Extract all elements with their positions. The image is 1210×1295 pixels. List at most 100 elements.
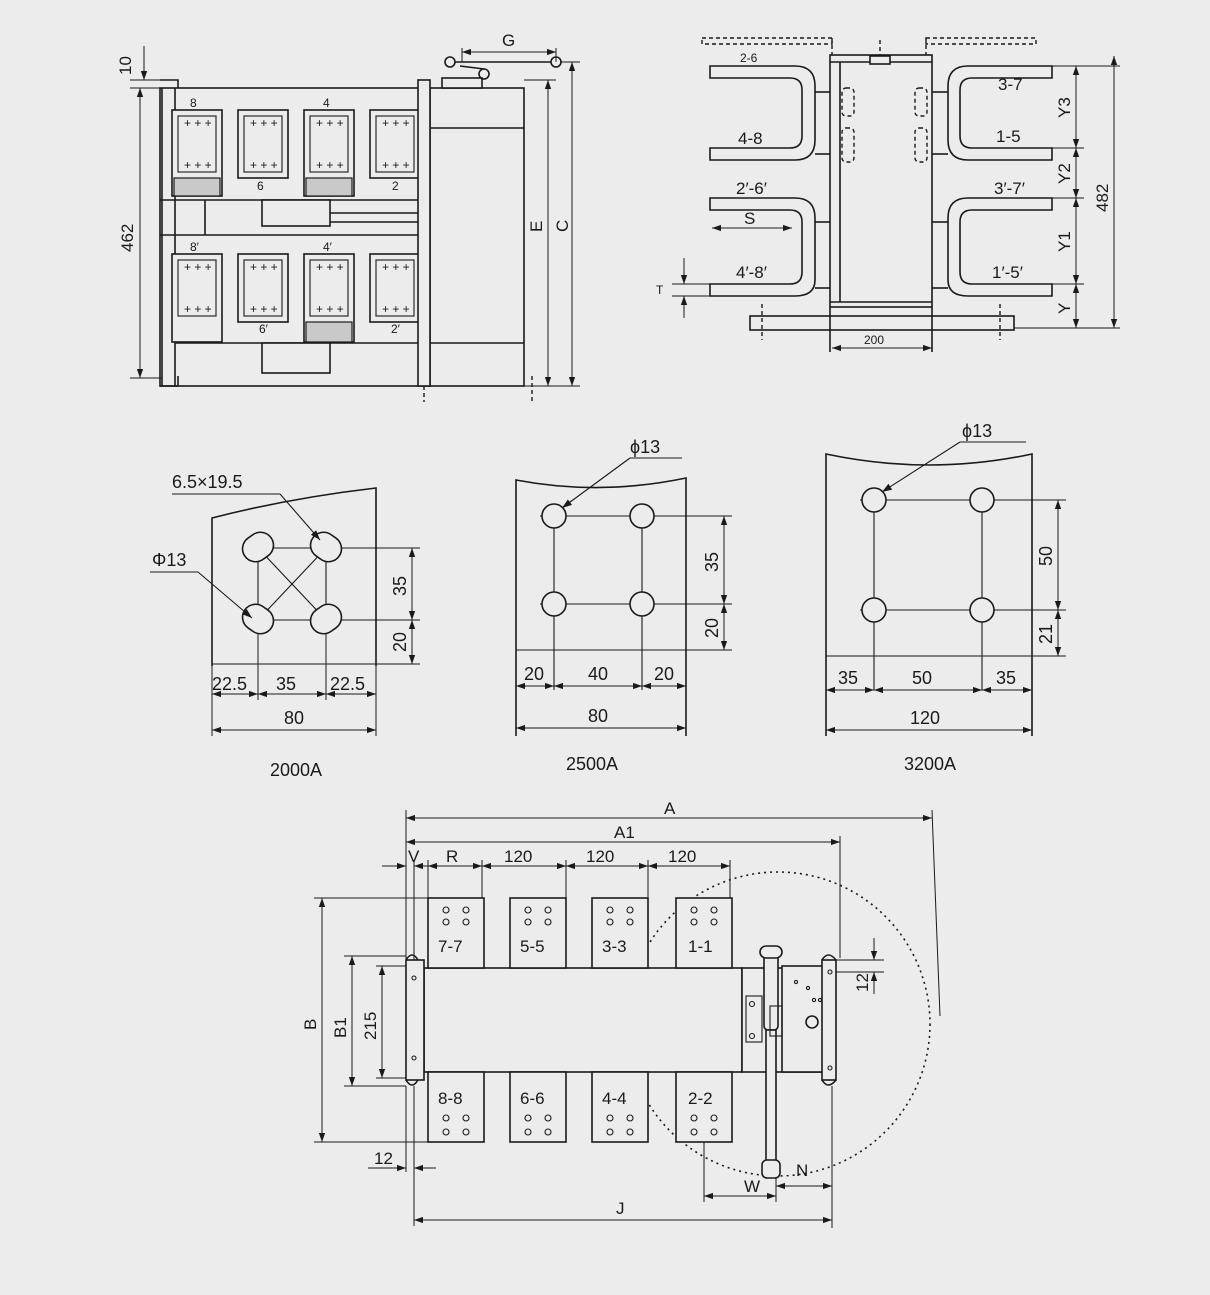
dim-200-label: 200	[864, 333, 884, 347]
handle-swing-circle	[625, 871, 931, 1177]
svg-text:+ + +: + + +	[250, 116, 278, 130]
total-width-2000a: 80	[284, 708, 304, 728]
bus-label-3-7: 3-7	[998, 75, 1023, 94]
pattern-2000a: 6.5×19.5 Φ13 35 20 22.5 35 22.5 80 2000A	[150, 472, 420, 780]
bolt-hole	[626, 1128, 634, 1136]
dim-a1-label: A1	[614, 823, 635, 842]
bolt-hole	[710, 918, 718, 926]
h-dim-c-2000a: 22.5	[330, 674, 365, 694]
svg-text:+ + +: + + +	[250, 260, 278, 274]
dim-c-label: C	[553, 220, 572, 232]
terminal-label-7-7: 7-7	[438, 937, 463, 956]
h-dim-b-3200a: 50	[912, 668, 932, 688]
total-width-3200a: 120	[910, 708, 940, 728]
dim-12-right-label: 12	[853, 973, 872, 992]
v-dim-21-3200a: 21	[1036, 624, 1056, 644]
busbar-left-upper	[709, 65, 816, 161]
dim-g-label: G	[502, 31, 515, 50]
dim-t-label: T	[656, 283, 664, 297]
terminal-1-1	[675, 897, 733, 969]
slot-size-label: 6.5×19.5	[172, 472, 243, 492]
operating-handle[interactable]	[763, 953, 779, 1031]
svg-text:+ + +: + + +	[316, 158, 344, 172]
pitch-3-label: 120	[668, 847, 696, 866]
bolt-hole	[690, 1114, 698, 1122]
dim-12-bottom-label: 12	[374, 1149, 393, 1168]
dim-r-label: R	[446, 847, 458, 866]
terminal-label-2p: 2′	[391, 322, 401, 336]
bolt-hole	[690, 918, 698, 926]
dim-10-label: 10	[116, 56, 135, 75]
terminal-label-8-8: 8-8	[438, 1089, 463, 1108]
side-body	[829, 54, 933, 308]
bolt-hole	[524, 918, 532, 926]
base-plate	[749, 315, 1015, 331]
svg-text:+ + +: + + +	[382, 158, 410, 172]
dim-y1-label: Y1	[1055, 231, 1074, 252]
svg-text:+ + +: + + +	[184, 116, 212, 130]
bolt-hole	[710, 1128, 718, 1136]
caption-3200a: 3200A	[904, 754, 956, 774]
terminal-label-2-2: 2-2	[688, 1089, 713, 1108]
terminal-6-6	[509, 1071, 567, 1143]
h-dim-c-2500a: 20	[654, 664, 674, 684]
svg-text:+ + +: + + +	[184, 302, 212, 316]
bolt-hole	[462, 906, 470, 914]
svg-text:+ + +: + + +	[184, 260, 212, 274]
mounting-hole	[861, 597, 887, 623]
slot-hole	[241, 531, 275, 563]
bolt-hole	[442, 918, 450, 926]
hole-diameter-label-2000a: Φ13	[152, 550, 186, 570]
bolt-hole	[690, 1128, 698, 1136]
bolt-hole	[606, 1114, 614, 1122]
terminal-label-6p: 6′	[259, 322, 269, 336]
mounting-hole	[541, 591, 567, 617]
bus-label-3p-7p: 3′-7′	[994, 179, 1025, 198]
v-dim-20-2000a: 20	[390, 632, 410, 652]
plate-3200a	[825, 453, 1033, 736]
dim-482-label: 482	[1093, 184, 1112, 212]
h-dim-a-2000a: 22.5	[212, 674, 247, 694]
mounting-hole	[969, 487, 995, 513]
mounting-hole	[541, 503, 567, 529]
bolt-hole	[544, 906, 552, 914]
bolt-hole	[606, 906, 614, 914]
bolt-hole	[626, 918, 634, 926]
caption-2000a: 2000A	[270, 760, 322, 780]
pitch-2-label: 120	[586, 847, 614, 866]
terminal-label-4-4: 4-4	[602, 1089, 627, 1108]
mounting-hole	[629, 503, 655, 529]
h-dim-a-2500a: 20	[524, 664, 544, 684]
dim-v-label: V	[408, 847, 420, 866]
dim-y2-label: Y2	[1055, 163, 1074, 184]
bolt-hole	[544, 1114, 552, 1122]
terminal-label-3-3: 3-3	[602, 937, 627, 956]
total-width-2500a: 80	[588, 706, 608, 726]
terminal-holes	[442, 906, 718, 1136]
bolt-hole	[544, 918, 552, 926]
terminal-label-2: 2	[392, 179, 399, 193]
svg-text:+ + +: + + +	[184, 158, 212, 172]
bolt-hole	[710, 1114, 718, 1122]
bolt-hole	[462, 1114, 470, 1122]
svg-text:+ + +: + + +	[250, 158, 278, 172]
bolt-hole	[462, 1128, 470, 1136]
front-view: + + + + + + + + + + + + + + + + + + + + + + …	[116, 31, 580, 402]
dim-n-label: N	[796, 1161, 808, 1180]
v-dim-20-2500a: 20	[702, 618, 722, 638]
bus-label-4-8: 4-8	[738, 129, 763, 148]
switch-body	[423, 967, 743, 1073]
bolt-hole	[710, 906, 718, 914]
svg-text:+ + +: + + +	[250, 302, 278, 316]
bolt-hole	[626, 906, 634, 914]
terminal-label-8p: 8′	[190, 240, 200, 254]
terminal-label-4p: 4′	[323, 240, 333, 254]
bus-label-1-5: 1-5	[996, 127, 1021, 146]
h-dim-a-3200a: 35	[838, 668, 858, 688]
plate-2500a	[515, 477, 687, 736]
bus-label-2p-6p: 2′-6′	[736, 179, 767, 198]
plate-2000a	[211, 487, 377, 666]
slot-hole	[309, 531, 343, 563]
bus-label-1p-5p: 1′-5′	[992, 263, 1023, 282]
terminal-plus-marks: + + + + + + + + + + + + + + + + + + + + + + …	[184, 116, 410, 316]
